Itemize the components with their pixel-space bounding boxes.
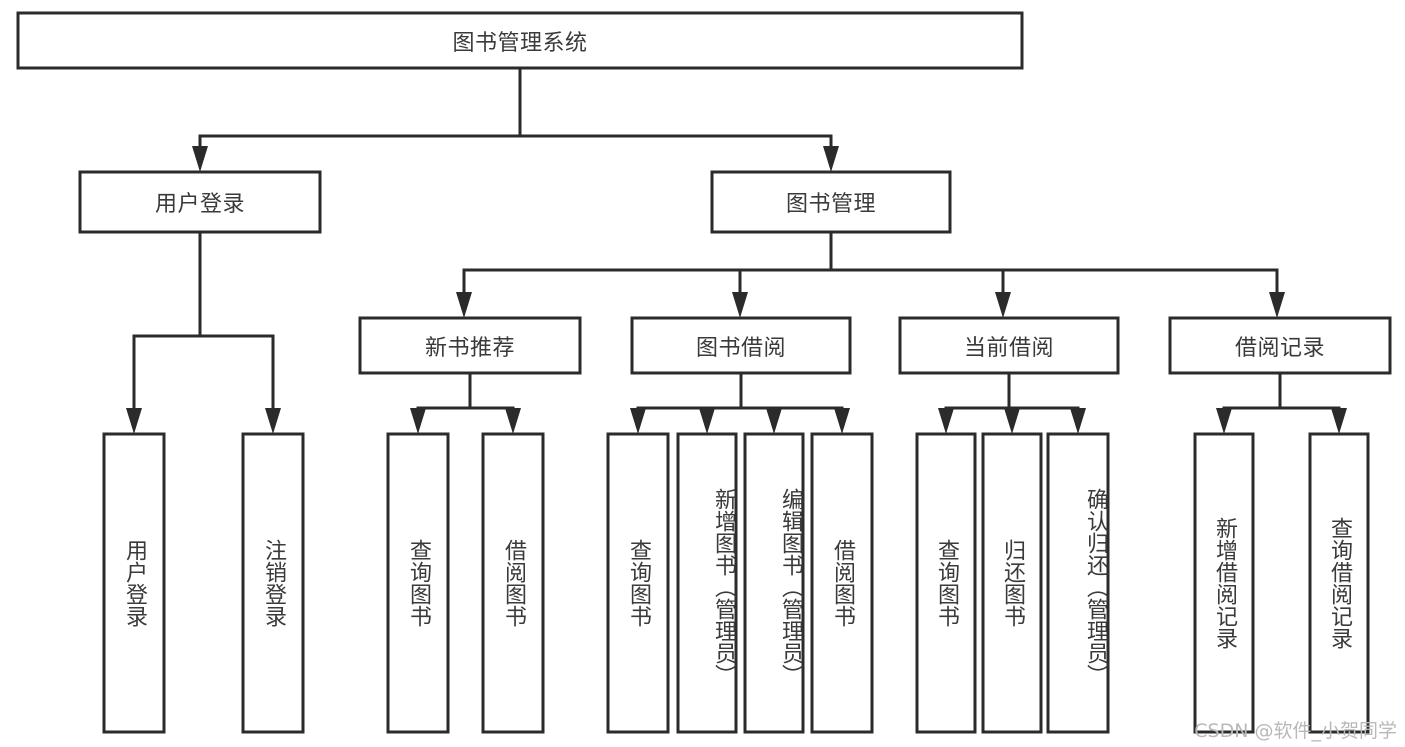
node-current-borrow[interactable] xyxy=(898,316,1120,375)
arrow-head xyxy=(938,408,954,434)
arrow-head xyxy=(834,408,850,434)
arrow-head xyxy=(265,408,281,434)
arrow-head xyxy=(456,292,472,318)
node-leaf-edit-book[interactable] xyxy=(743,432,805,734)
node-leaf-query-book-current[interactable] xyxy=(915,432,977,734)
arrow-head xyxy=(1269,292,1285,318)
arrow-head xyxy=(732,292,748,318)
node-leaf-query-book-rec[interactable] xyxy=(386,432,450,734)
arrow-head xyxy=(192,146,208,172)
node-borrow-record[interactable] xyxy=(1168,316,1392,375)
arrow-head xyxy=(505,408,521,434)
node-leaf-borrow-book[interactable] xyxy=(810,432,874,734)
node-user-login[interactable] xyxy=(78,170,322,234)
node-new-book-rec[interactable] xyxy=(358,316,582,375)
node-leaf-return-book[interactable] xyxy=(981,432,1043,734)
arrow-head xyxy=(126,408,142,434)
arrow-head xyxy=(630,408,646,434)
arrow-head xyxy=(995,292,1011,318)
arrow-head xyxy=(1216,408,1232,434)
node-leaf-borrow-book-rec[interactable] xyxy=(481,432,545,734)
node-leaf-query-record[interactable] xyxy=(1308,432,1370,734)
arrow-head xyxy=(699,408,715,434)
node-leaf-query-book-borrow[interactable] xyxy=(606,432,670,734)
arrow-head xyxy=(766,408,782,434)
connectors-layer xyxy=(126,66,1347,434)
node-leaf-user-logout[interactable] xyxy=(241,432,305,734)
arrow-head xyxy=(410,408,426,434)
node-leaf-add-book[interactable] xyxy=(676,432,738,734)
arrow-head xyxy=(823,146,839,172)
node-leaf-add-record[interactable] xyxy=(1193,432,1255,734)
arrow-head xyxy=(1070,408,1086,434)
arrow-head xyxy=(1004,408,1020,434)
boxes-layer xyxy=(16,11,1392,734)
node-root[interactable] xyxy=(16,11,1024,70)
node-book-manage[interactable] xyxy=(710,170,952,234)
node-leaf-user-login[interactable] xyxy=(102,432,166,734)
node-book-borrow[interactable] xyxy=(630,316,852,375)
arrow-head xyxy=(1331,408,1347,434)
node-leaf-confirm-return[interactable] xyxy=(1046,432,1110,734)
